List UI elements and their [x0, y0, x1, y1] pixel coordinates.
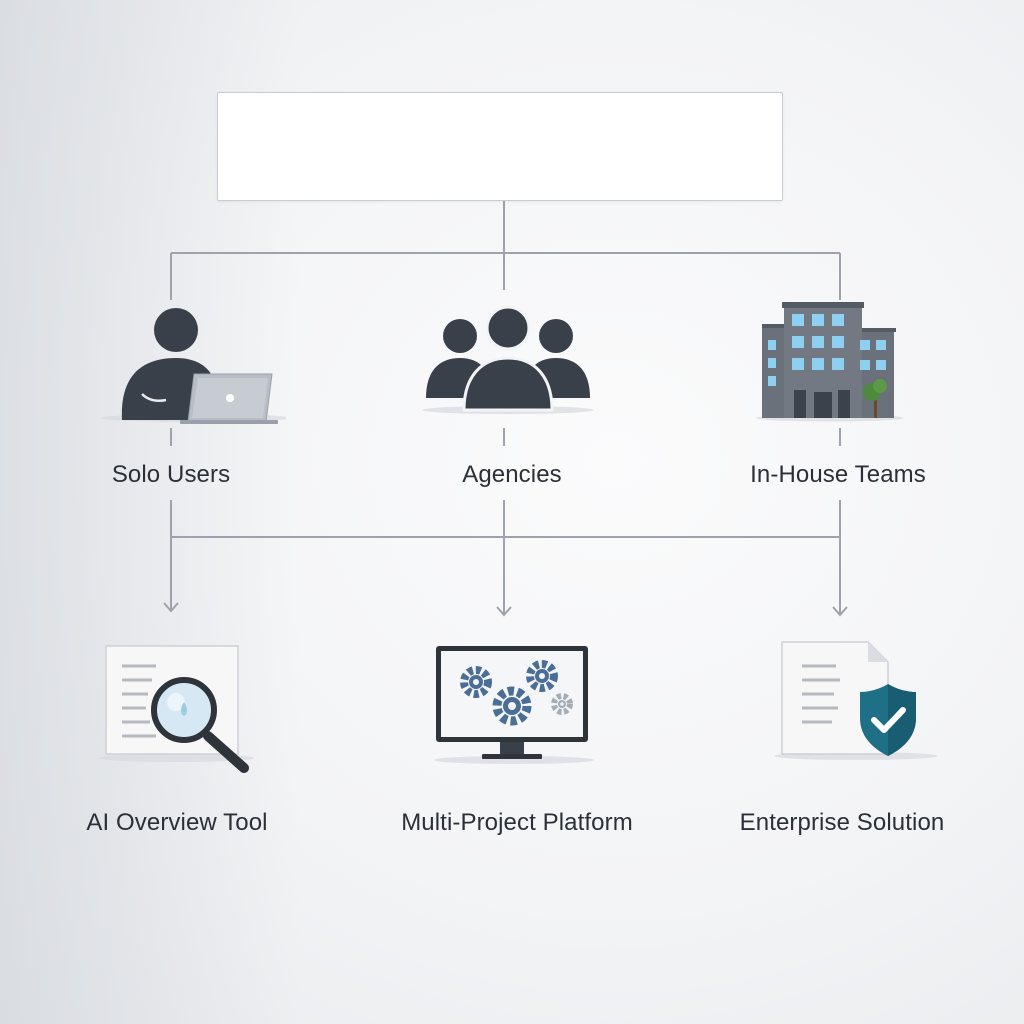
arrowhead-inhouse [832, 606, 848, 617]
solution-label-enterprise: Enterprise Solution [739, 809, 945, 836]
gear-icon [460, 666, 492, 698]
solution-label-multi-project: Multi-Project Platform [401, 809, 633, 836]
segment-label-agencies: Agencies [462, 461, 562, 488]
team-group-icon [422, 305, 594, 414]
segment-label-inhouse: In-House Teams [750, 461, 926, 488]
gear-icon [492, 686, 532, 726]
office-building-icon [756, 302, 904, 422]
gear-icon [526, 660, 558, 692]
arrowhead-solo [163, 602, 179, 613]
solution-label-ai-overview: AI Overview Tool [86, 809, 268, 836]
document-magnifier-icon [98, 645, 254, 773]
solo-user-laptop-icon [101, 308, 286, 424]
monitor-gears-icon [434, 646, 594, 764]
arrowhead-agencies [496, 606, 512, 617]
root-node-box [217, 92, 783, 201]
document-shield-icon [774, 641, 938, 760]
segment-label-solo: Solo Users [111, 461, 231, 488]
gear-icon [551, 693, 573, 715]
